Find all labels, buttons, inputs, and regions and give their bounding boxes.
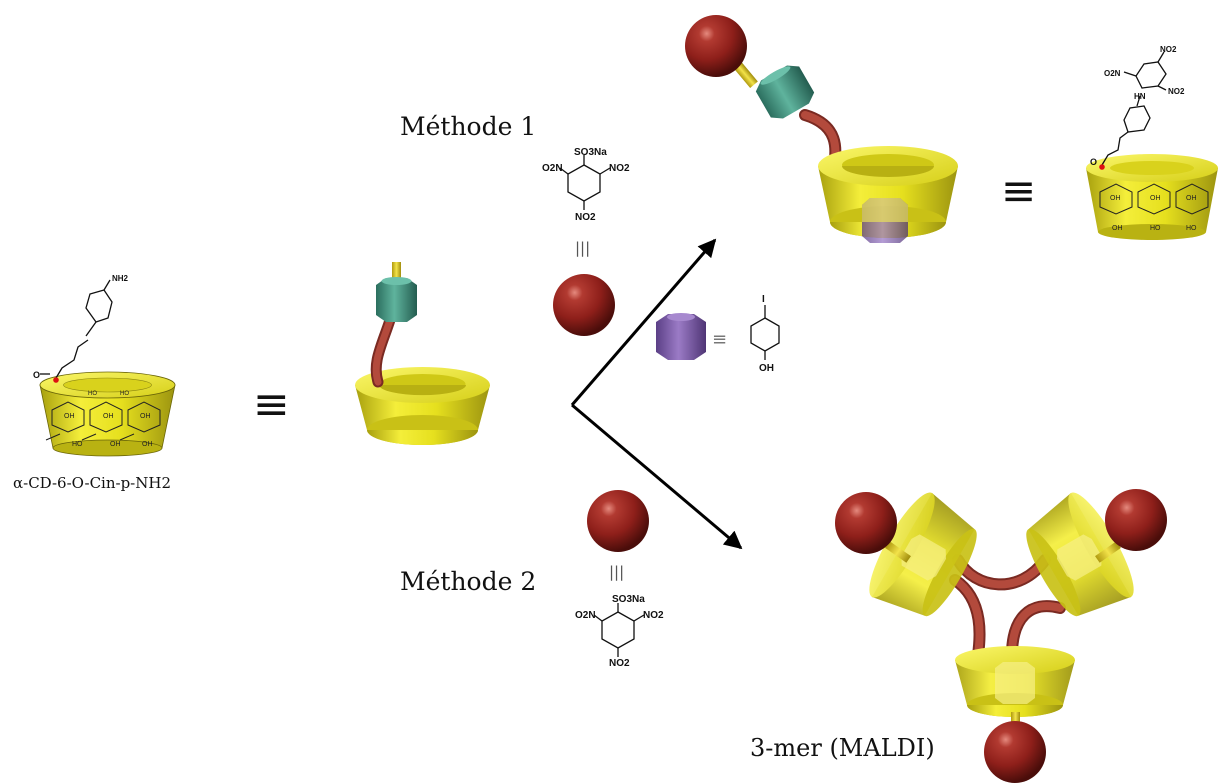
oh-text: OH — [1110, 195, 1121, 202]
iodophenol-structure — [750, 305, 780, 360]
tnbs-structure-bottom — [593, 603, 645, 657]
rotaxane-product — [685, 15, 958, 243]
trimer-product — [835, 489, 1167, 783]
oh-text: OH — [103, 413, 114, 420]
cd-with-stopper — [355, 262, 490, 446]
ho-text: HO — [1150, 225, 1161, 232]
method1-label: Méthode 1 — [400, 112, 536, 141]
equivalence-symbol-small: ≡ — [712, 329, 727, 350]
ho-text: HO — [88, 391, 97, 397]
o2n-text: O2N — [1104, 69, 1121, 78]
no2-text: NO2 — [609, 163, 630, 174]
nh2-text: NH2 — [112, 274, 129, 283]
iodo-text: I — [762, 294, 765, 305]
equivalence-symbol-right: ≡ — [1001, 166, 1036, 215]
o2n-text: O2N — [575, 610, 596, 621]
oh-text: OH — [64, 413, 75, 420]
oh-text: OH — [1112, 225, 1123, 232]
oh-text: OH — [759, 363, 774, 374]
method2-label: Méthode 2 — [400, 567, 536, 596]
no2-text: NO2 — [643, 610, 664, 621]
ho-text: HO — [72, 441, 83, 448]
triple-bar-symbol: ||| — [609, 563, 624, 581]
equivalence-symbol: ≡ — [253, 379, 290, 430]
tnp-cd-structure: O HN O2N NO2 NO2 OH OH OH OH HO HO — [1086, 45, 1218, 240]
alpha-cd-structure: NH2 O OH OH OH HO OH OH HO HO — [33, 274, 176, 457]
so3na-text: SO3Na — [612, 594, 645, 605]
so3na-text: SO3Na — [574, 147, 607, 158]
oh-text: OH — [110, 441, 121, 448]
oh-text: OH — [142, 441, 153, 448]
tnbs-structure-top — [559, 155, 611, 210]
trimer-label: 3-mer (MALDI) — [750, 734, 935, 762]
hn-text: HN — [1134, 92, 1146, 101]
carbonyl-o-text: O — [33, 370, 40, 380]
o2n-text: O2N — [542, 163, 563, 174]
no2-text: NO2 — [1160, 45, 1177, 54]
ho-text: HO — [120, 391, 129, 397]
no2-text: NO2 — [575, 212, 596, 223]
no2-text: NO2 — [609, 658, 630, 669]
triple-bar-symbol: ||| — [575, 239, 590, 257]
oh-text: OH — [140, 413, 151, 420]
sphere-red — [587, 490, 649, 552]
purple-guest — [656, 313, 706, 360]
ho-text: HO — [1186, 225, 1197, 232]
oh-text: OH — [1150, 195, 1161, 202]
carbonyl-o-text: O — [1090, 157, 1097, 167]
compound-label: α-CD-6-O-Cin-p-NH2 — [13, 474, 171, 492]
reaction-arrows — [570, 238, 743, 550]
no2-text: NO2 — [1168, 87, 1185, 96]
sphere-red — [553, 274, 615, 336]
oh-text: OH — [1186, 195, 1197, 202]
